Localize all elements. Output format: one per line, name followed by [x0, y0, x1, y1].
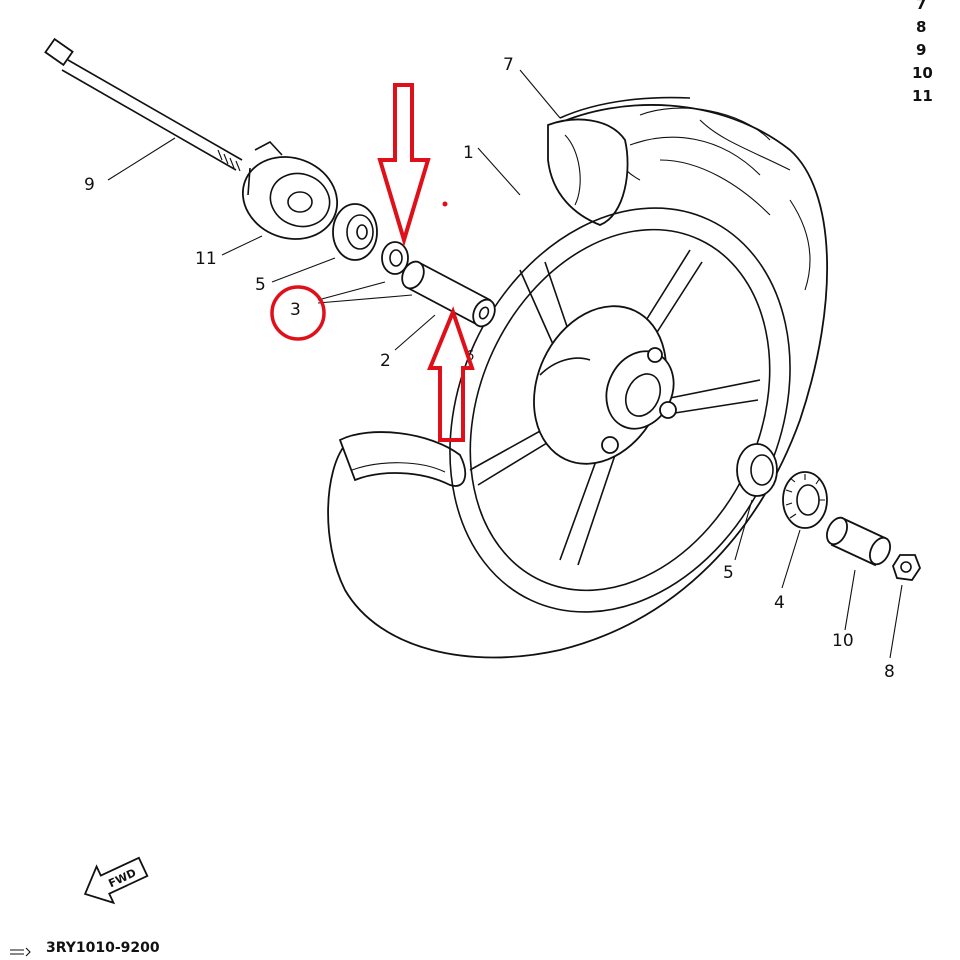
spacer-right — [826, 516, 891, 567]
fwd-arrow-icon: FWD — [83, 856, 149, 905]
tire-section-bottom — [338, 431, 467, 487]
diagram-code: 3RY1010-9200 — [46, 940, 160, 956]
parts-index-item: 8 — [916, 18, 926, 36]
callout-7: 7 — [503, 55, 514, 75]
diagram-code-block: 3RY1010-9200 — [10, 940, 160, 957]
red-arrow-down-icon — [377, 83, 431, 247]
parts-index-item: 7 — [916, 0, 926, 13]
spacer-collar — [401, 260, 496, 328]
highlight-marks — [270, 83, 475, 442]
axle-shaft — [44, 37, 243, 172]
callout-8: 8 — [884, 662, 895, 682]
bearing-right — [736, 443, 778, 497]
red-arrow-up-icon — [427, 306, 475, 442]
bearing-left — [332, 203, 378, 261]
axle-nut — [892, 554, 922, 581]
parts-index-item: 11 — [912, 87, 933, 105]
parts-index-item: 9 — [916, 41, 926, 59]
callout-5-left: 5 — [255, 275, 266, 295]
callout-3: 3 — [290, 300, 301, 320]
tire-section-top — [547, 118, 629, 226]
gear-seal — [782, 471, 828, 529]
wheel-spokes — [469, 249, 761, 566]
leader-lines — [107, 69, 903, 659]
red-dot — [442, 201, 448, 207]
callout-5-right: 5 — [723, 563, 734, 583]
red-circle-highlight — [270, 285, 326, 341]
wheel-assembly — [327, 96, 829, 659]
parts-index-list: 7 8 9 10 11 — [912, 0, 933, 105]
callout-1: 1 — [463, 143, 474, 163]
callout-4: 4 — [774, 593, 785, 613]
callout-11: 11 — [195, 249, 217, 269]
oil-seal — [381, 241, 409, 275]
speedometer-gear-unit — [241, 141, 339, 240]
callout-2: 2 — [380, 351, 391, 371]
parts-index-item: 10 — [912, 64, 933, 82]
callout-9: 9 — [84, 175, 95, 195]
callout-10: 10 — [832, 631, 854, 651]
